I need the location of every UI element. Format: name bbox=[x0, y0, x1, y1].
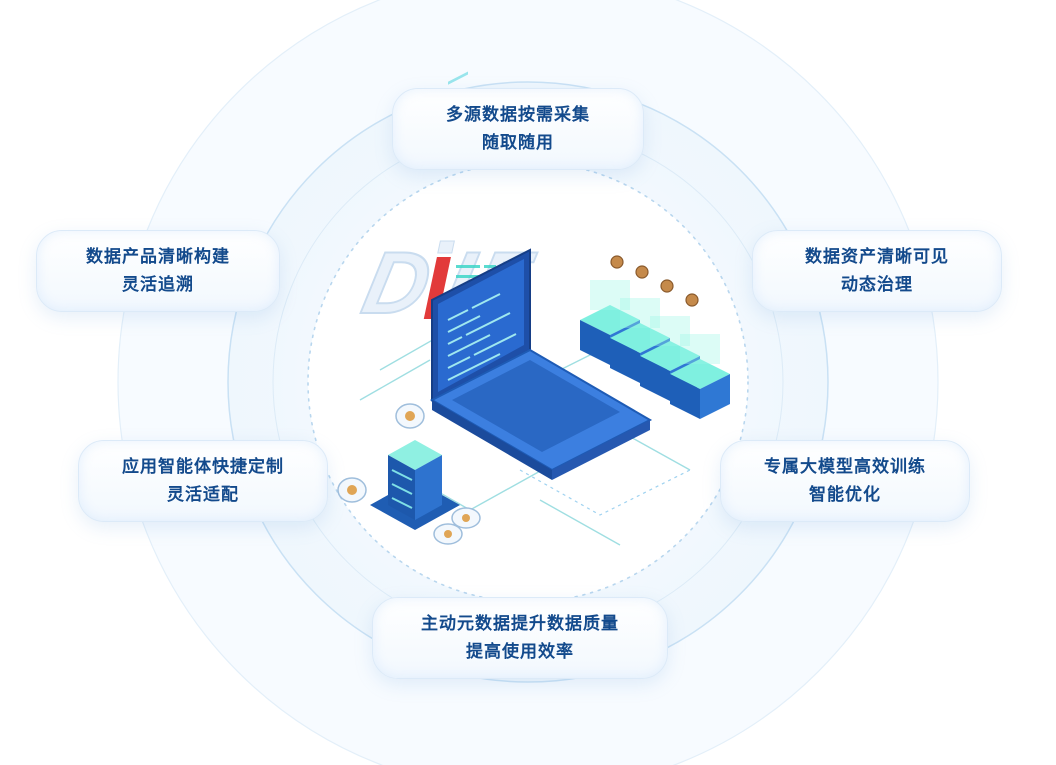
feature-card-lower-left: 应用智能体快捷定制 灵活适配 bbox=[78, 440, 328, 522]
card-lower-right-line2: 智能优化 bbox=[809, 485, 881, 505]
feature-card-top: 多源数据按需采集 随取随用 bbox=[392, 88, 644, 170]
feature-card-upper-right: 数据资产清晰可见 动态治理 bbox=[752, 230, 1002, 312]
coin-icons bbox=[610, 255, 699, 307]
card-bottom-line1: 主动元数据提升数据质量 bbox=[421, 614, 619, 634]
server-rack-right bbox=[580, 255, 730, 419]
logo-red-bar bbox=[423, 257, 451, 319]
card-top-line1: 多源数据按需采集 bbox=[446, 105, 590, 125]
card-upper-right-line1: 数据资产清晰可见 bbox=[805, 247, 949, 267]
laptop-screen bbox=[438, 259, 524, 392]
laptop-code bbox=[447, 293, 517, 381]
feature-card-upper-left: 数据产品清晰构建 灵活追溯 bbox=[36, 230, 280, 312]
laptop bbox=[429, 71, 653, 480]
card-bottom-line2: 提高使用效率 bbox=[466, 642, 574, 662]
card-upper-right-line2: 动态治理 bbox=[841, 275, 913, 295]
server-tower-left bbox=[337, 403, 481, 545]
feature-card-lower-right: 专属大模型高效训练 智能优化 bbox=[720, 440, 970, 522]
card-top-line2: 随取随用 bbox=[482, 133, 554, 153]
laptop-keyboard bbox=[452, 360, 620, 452]
feature-card-bottom: 主动元数据提升数据质量 提高使用效率 bbox=[372, 597, 668, 679]
card-lower-left-line2: 灵活适配 bbox=[167, 485, 239, 505]
card-upper-left-line1: 数据产品清晰构建 bbox=[86, 247, 230, 267]
card-upper-left-line2: 灵活追溯 bbox=[122, 275, 194, 295]
platform-outline bbox=[519, 469, 691, 516]
card-lower-right-line1: 专属大模型高效训练 bbox=[764, 457, 926, 477]
card-lower-left-line1: 应用智能体快捷定制 bbox=[122, 457, 284, 477]
